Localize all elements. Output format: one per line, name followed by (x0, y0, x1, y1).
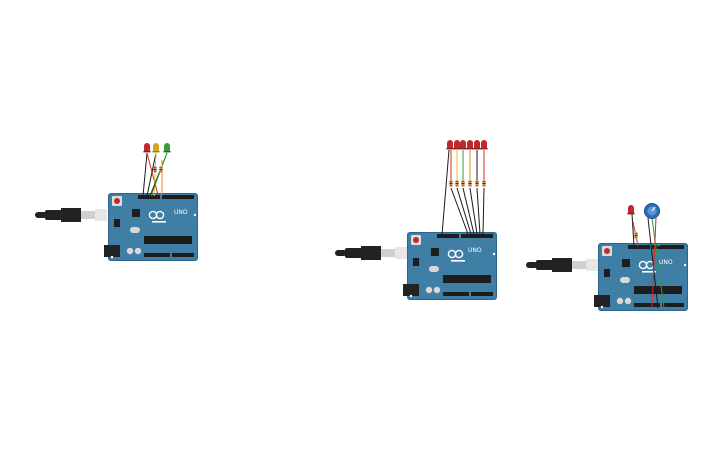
circuit-traffic-light[interactable]: UNO (35, 143, 199, 262)
led-red[interactable] (466, 140, 474, 150)
led-red[interactable] (453, 140, 461, 150)
led-green[interactable] (163, 143, 171, 153)
resistor[interactable] (634, 232, 638, 239)
board-logo: UNO (468, 247, 482, 254)
usb-cable[interactable] (526, 258, 598, 272)
resistor[interactable] (475, 180, 479, 187)
resistor[interactable] (449, 180, 453, 187)
potentiometer[interactable] (644, 203, 660, 219)
resistor[interactable] (153, 166, 157, 173)
board-logo: UNO (174, 209, 188, 216)
resistor[interactable] (468, 180, 472, 187)
usb-cable[interactable] (35, 208, 107, 222)
circuit-led-bar[interactable]: UNO (335, 140, 498, 301)
resistor[interactable] (482, 180, 486, 187)
arduino-uno-board[interactable] (103, 192, 199, 262)
led-bar-wires (441, 149, 485, 236)
board-logo: UNO (659, 259, 673, 266)
led-red[interactable] (473, 140, 481, 150)
led-red[interactable] (459, 140, 467, 150)
led-red[interactable] (446, 140, 454, 150)
led-yellow[interactable] (152, 143, 160, 153)
resistor[interactable] (159, 166, 163, 173)
led-red[interactable] (143, 143, 151, 153)
led-red[interactable] (627, 205, 635, 215)
led-red[interactable] (480, 140, 488, 150)
traffic-light-wires (142, 152, 168, 197)
arduino-uno-board[interactable] (402, 231, 498, 301)
usb-cable[interactable] (335, 246, 407, 260)
circuit-pot-dimmer[interactable]: UNO (526, 203, 689, 312)
arduino-uno-board[interactable] (593, 242, 689, 312)
resistor[interactable] (461, 180, 465, 187)
resistor[interactable] (455, 180, 459, 187)
